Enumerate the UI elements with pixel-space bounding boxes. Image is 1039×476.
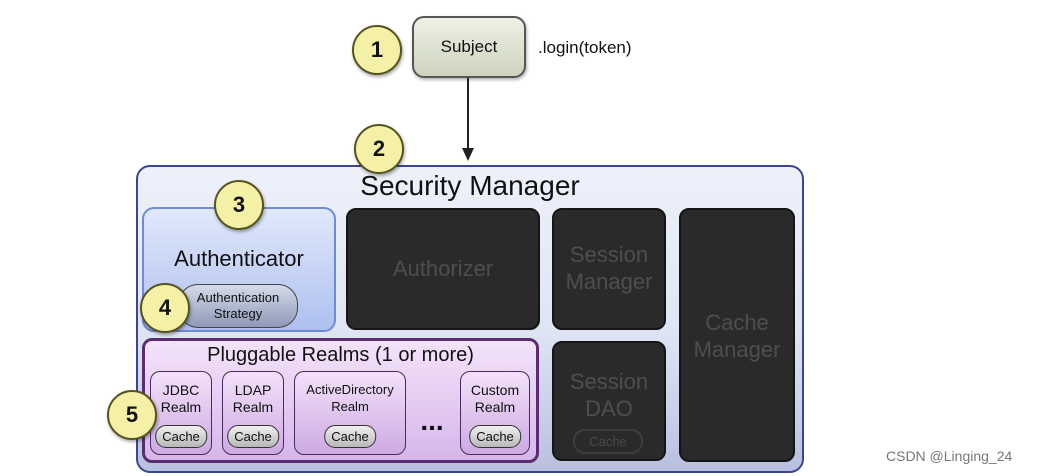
step-3-marker: 3 (214, 180, 264, 230)
authenticator-label: Authenticator (174, 246, 304, 271)
realm-label-line: LDAP (234, 382, 272, 398)
session-manager-box: Session Manager (552, 208, 666, 330)
realm-active-directory: ActiveDirectory Realm Cache (294, 371, 406, 455)
session-manager-line-1: Session (569, 242, 649, 268)
pluggable-realms-title: Pluggable Realms (1 or more) (207, 344, 474, 366)
realm-label: JDBC Realm (151, 382, 211, 416)
subject-label: Subject (440, 37, 498, 56)
step-4-marker: 4 (140, 283, 190, 333)
realm-cache: Cache (469, 425, 521, 448)
login-call-label: .login(token) (538, 38, 632, 57)
realm-ldap: LDAP Realm Cache (222, 371, 284, 455)
cache-manager-line-1: Cache (705, 310, 769, 335)
strategy-line-2: Strategy (213, 306, 263, 321)
arrow-subject-to-security-manager (467, 78, 469, 150)
authorizer-label: Authorizer (392, 255, 494, 281)
realm-label: Custom Realm (461, 382, 529, 416)
security-manager-title: Security Manager (360, 170, 580, 201)
realm-label-line: Realm (232, 399, 274, 415)
session-manager-line-2: Manager (565, 269, 653, 294)
realm-label-line: ActiveDirectory (306, 382, 394, 397)
realm-custom: Custom Realm Cache (460, 371, 530, 455)
realm-cache: Cache (227, 425, 279, 448)
session-dao-cache: Cache (573, 429, 643, 454)
cache-manager-box: Cache Manager (679, 208, 795, 462)
realm-cache: Cache (155, 425, 207, 448)
session-dao-line-1: Session (569, 369, 649, 394)
subject-box: Subject (412, 16, 526, 78)
watermark: CSDN @Linging_24 (886, 448, 1013, 464)
arrow-head (462, 148, 474, 161)
authentication-strategy-box: Authentication Strategy (178, 284, 298, 328)
step-1-marker: 1 (352, 25, 402, 75)
realm-label-line: Realm (331, 399, 369, 414)
authorizer-box: Authorizer (346, 208, 540, 330)
realm-cache: Cache (324, 425, 376, 448)
realm-label-line: Realm (474, 399, 516, 415)
session-dao-line-2: DAO (585, 395, 633, 421)
cache-manager-line-2: Manager (693, 336, 781, 362)
realm-label-line: JDBC (162, 382, 200, 398)
session-dao-box: Session DAO (552, 341, 666, 461)
realm-label-line: Custom (470, 382, 520, 398)
realm-label: LDAP Realm (223, 382, 283, 416)
more-realms-ellipsis: ... (420, 405, 444, 436)
step-5-marker: 5 (107, 390, 157, 440)
step-2-marker: 2 (354, 124, 404, 174)
realm-label: ActiveDirectory Realm (295, 381, 405, 415)
realm-jdbc: JDBC Realm Cache (150, 371, 212, 455)
realm-label-line: Realm (160, 399, 202, 415)
strategy-line-1: Authentication (196, 290, 280, 305)
